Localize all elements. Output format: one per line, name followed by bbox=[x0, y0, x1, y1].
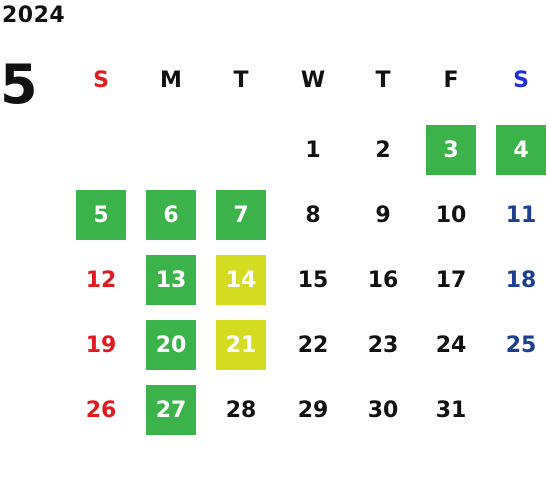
year-label: 2024 bbox=[2, 3, 66, 28]
day-cell-2: 2 bbox=[375, 137, 391, 163]
day-cell-22: 22 bbox=[297, 332, 329, 358]
day-cell-26: 26 bbox=[85, 397, 117, 423]
day-cell-18: 18 bbox=[505, 267, 537, 293]
day-cell-16: 16 bbox=[367, 267, 399, 293]
day-cell-25: 25 bbox=[505, 332, 537, 358]
weekday-header-thursday: T bbox=[375, 68, 391, 93]
day-cell-30: 30 bbox=[367, 397, 399, 423]
day-cell-1: 1 bbox=[305, 137, 321, 163]
day-cell-4: 4 bbox=[496, 125, 546, 175]
day-cell-7: 7 bbox=[216, 190, 266, 240]
day-cell-17: 17 bbox=[435, 267, 467, 293]
day-cell-27: 27 bbox=[146, 385, 196, 435]
day-cell-11: 11 bbox=[505, 202, 537, 228]
day-cell-20: 20 bbox=[146, 320, 196, 370]
weekday-header-tuesday: T bbox=[233, 68, 249, 93]
weekday-header-wednesday: W bbox=[300, 68, 326, 93]
day-cell-5: 5 bbox=[76, 190, 126, 240]
day-cell-19: 19 bbox=[85, 332, 117, 358]
weekday-header-saturday: S bbox=[513, 68, 529, 93]
day-cell-21: 21 bbox=[216, 320, 266, 370]
day-cell-13: 13 bbox=[146, 255, 196, 305]
day-cell-31: 31 bbox=[435, 397, 467, 423]
day-cell-12: 12 bbox=[85, 267, 117, 293]
day-cell-9: 9 bbox=[375, 202, 391, 228]
weekday-header-monday: M bbox=[160, 68, 182, 93]
day-cell-24: 24 bbox=[435, 332, 467, 358]
day-cell-3: 3 bbox=[426, 125, 476, 175]
day-cell-28: 28 bbox=[225, 397, 257, 423]
day-cell-29: 29 bbox=[297, 397, 329, 423]
day-cell-15: 15 bbox=[297, 267, 329, 293]
day-cell-14: 14 bbox=[216, 255, 266, 305]
weekday-header-friday: F bbox=[443, 68, 459, 93]
day-cell-23: 23 bbox=[367, 332, 399, 358]
weekday-header-sunday: S bbox=[93, 68, 109, 93]
day-cell-10: 10 bbox=[435, 202, 467, 228]
month-number: 5 bbox=[0, 53, 38, 116]
day-cell-6: 6 bbox=[146, 190, 196, 240]
day-cell-8: 8 bbox=[305, 202, 321, 228]
